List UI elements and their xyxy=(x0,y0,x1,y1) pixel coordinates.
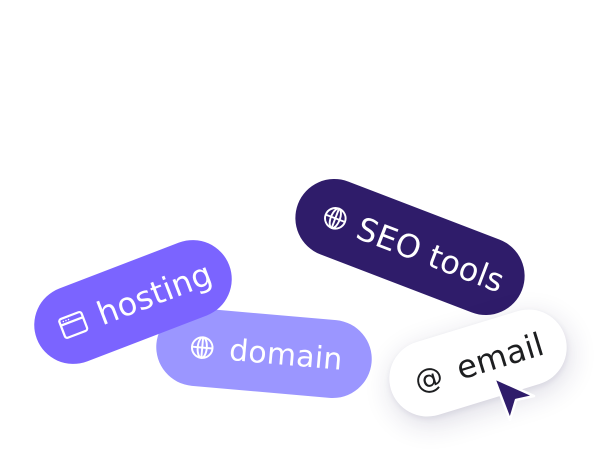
domain-tag[interactable]: domain xyxy=(153,304,375,402)
seo-tools-label: SEO tools xyxy=(351,209,510,301)
domain-label: domain xyxy=(227,332,345,378)
email-tag[interactable]: @ email xyxy=(379,300,577,426)
pointer-cursor-icon xyxy=(488,372,542,426)
globe-icon xyxy=(318,201,352,235)
globe-icon xyxy=(188,334,216,362)
hosting-tag[interactable]: hosting xyxy=(22,228,244,376)
seo-tools-tag[interactable]: SEO tools xyxy=(283,167,537,327)
at-sign-icon: @ xyxy=(410,358,447,398)
browser-window-icon xyxy=(54,306,93,345)
